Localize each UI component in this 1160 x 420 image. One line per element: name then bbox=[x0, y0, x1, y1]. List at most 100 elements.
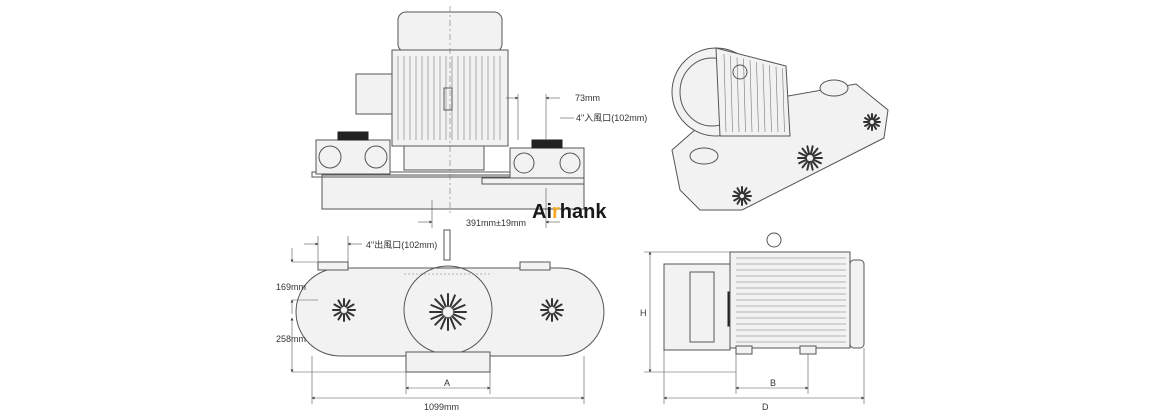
vent-slot bbox=[345, 299, 351, 308]
motor-fins bbox=[397, 56, 501, 140]
front-right-port bbox=[519, 261, 551, 271]
vent-slot bbox=[743, 196, 751, 202]
vent-slot bbox=[812, 151, 822, 158]
vent-slot bbox=[873, 117, 880, 122]
right-flange bbox=[531, 139, 563, 149]
motor-fan-cover bbox=[397, 11, 503, 53]
iso-vent-right bbox=[863, 113, 881, 131]
vent-slot bbox=[811, 147, 819, 156]
dim-H-label: H bbox=[640, 308, 647, 318]
iso-port-left bbox=[689, 147, 719, 165]
base-plate bbox=[321, 174, 585, 210]
left-blower bbox=[315, 139, 391, 175]
iso-motor-fin bbox=[743, 58, 746, 133]
brand-prefix: Ai bbox=[532, 201, 552, 223]
vent-slot bbox=[545, 299, 551, 308]
vent-slot bbox=[873, 122, 880, 127]
side-blower-housing bbox=[663, 263, 731, 351]
vent-slot bbox=[451, 315, 462, 326]
side-elevation-view: 73mm 4"入風口(102mm) 391mm±19mm bbox=[311, 6, 647, 228]
svg-text:Airhank: Airhank bbox=[532, 201, 607, 223]
iso-motor-fin bbox=[775, 66, 779, 133]
iso-motor-fin bbox=[736, 57, 740, 133]
vent-slot bbox=[801, 147, 809, 156]
vent-slot bbox=[553, 299, 559, 308]
dim-391-label: 391mm±19mm bbox=[466, 218, 526, 228]
vent-slot bbox=[346, 303, 355, 309]
side-motor-fins bbox=[736, 257, 846, 343]
side-view: H B D bbox=[640, 232, 865, 412]
vent-slot bbox=[872, 123, 877, 130]
left-flange bbox=[337, 131, 369, 141]
vent-slot bbox=[867, 123, 872, 130]
vent-slot bbox=[545, 312, 551, 321]
vent-slot bbox=[345, 312, 351, 321]
vent-slot bbox=[806, 145, 811, 156]
vent-slot bbox=[430, 313, 444, 320]
dim-A-label: A bbox=[444, 378, 450, 388]
right-blower bbox=[509, 147, 585, 179]
front-stand bbox=[405, 351, 491, 373]
front-outlet-pipe bbox=[443, 229, 451, 261]
vent-slot bbox=[742, 197, 748, 205]
iso-motor-fin bbox=[782, 68, 785, 133]
terminal-box bbox=[355, 73, 393, 115]
vent-slot bbox=[440, 294, 447, 308]
side-foot-right bbox=[799, 345, 817, 355]
dim-1099-label: 1099mm bbox=[424, 402, 459, 412]
vent-slot bbox=[554, 303, 563, 309]
vent-slot bbox=[333, 311, 342, 317]
vent-slot bbox=[449, 316, 456, 330]
vent-slot bbox=[812, 158, 822, 165]
iso-motor-body bbox=[715, 47, 791, 137]
vent-slot bbox=[806, 160, 811, 171]
side-lift-ring bbox=[766, 232, 782, 248]
front-belt-cover bbox=[295, 267, 605, 357]
left-bearing-2 bbox=[364, 145, 388, 169]
vent-slot bbox=[440, 316, 447, 330]
vent-slot bbox=[346, 311, 355, 317]
vent-slot bbox=[809, 145, 814, 156]
dim-B-label: B bbox=[770, 378, 776, 388]
dim-73-label: 73mm bbox=[575, 93, 600, 103]
vent-slot bbox=[452, 304, 466, 311]
front-view: 4"出風口(102mm) 169mm 258mm A 1099mm bbox=[276, 229, 605, 412]
outlet-label: 4"出風口(102mm) bbox=[366, 239, 437, 250]
vent-slot bbox=[449, 294, 456, 308]
iso-motor-fin bbox=[749, 60, 753, 133]
iso-vent-left bbox=[732, 186, 752, 206]
brand-logo: Airhank bbox=[532, 201, 607, 223]
right-bearing bbox=[513, 152, 535, 174]
inlet-label: 4"入風口(102mm) bbox=[576, 113, 647, 123]
vent-slot bbox=[541, 311, 550, 317]
iso-vent-center bbox=[797, 145, 823, 171]
vent-slot bbox=[801, 160, 809, 169]
motor-center-slot bbox=[443, 87, 453, 111]
iso-motor-fin bbox=[756, 61, 759, 133]
iso-lift-ring bbox=[732, 64, 748, 80]
iso-motor-fin bbox=[723, 53, 727, 133]
iso-motor-fins bbox=[723, 53, 785, 133]
vent-slot bbox=[809, 160, 814, 171]
vent-slot bbox=[541, 303, 550, 309]
vent-slot bbox=[798, 151, 808, 158]
vent-slot bbox=[430, 304, 444, 311]
iso-motor-fin bbox=[769, 65, 772, 133]
vent-slot bbox=[864, 122, 871, 127]
motor-mount bbox=[403, 145, 485, 171]
front-left-port bbox=[317, 261, 349, 271]
vent-slot bbox=[733, 190, 741, 196]
brand-rest: hank bbox=[560, 201, 608, 223]
vent-slot bbox=[872, 114, 877, 121]
vent-slot bbox=[333, 303, 342, 309]
iso-motor-fin bbox=[762, 63, 766, 133]
vent-slot bbox=[811, 160, 819, 169]
side-fan-cover bbox=[849, 259, 865, 349]
iso-port-top bbox=[819, 79, 849, 97]
vent-slot bbox=[452, 313, 466, 320]
vent-slot bbox=[736, 197, 742, 205]
vent-slot bbox=[451, 298, 462, 309]
vent-slot bbox=[434, 315, 445, 326]
side-blower-detail bbox=[689, 271, 715, 343]
